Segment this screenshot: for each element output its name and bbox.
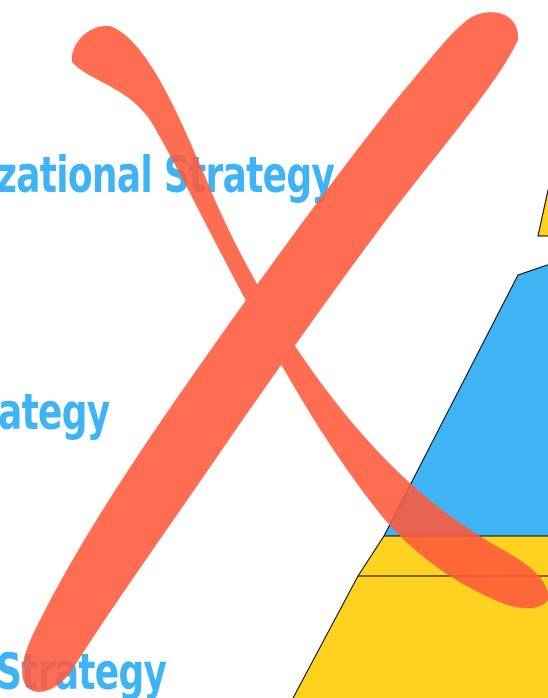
red-x-stroke-secondary: [22, 12, 519, 692]
pyramid-tier-top: [537, 189, 548, 237]
label-middle-strategy: ategy: [0, 383, 110, 441]
red-x-mark-icon: [22, 12, 548, 692]
red-x-stroke-primary: [71, 25, 548, 609]
pyramid-tier-middle: [383, 264, 548, 537]
label-organizational-strategy: zational Strategy: [0, 146, 335, 204]
